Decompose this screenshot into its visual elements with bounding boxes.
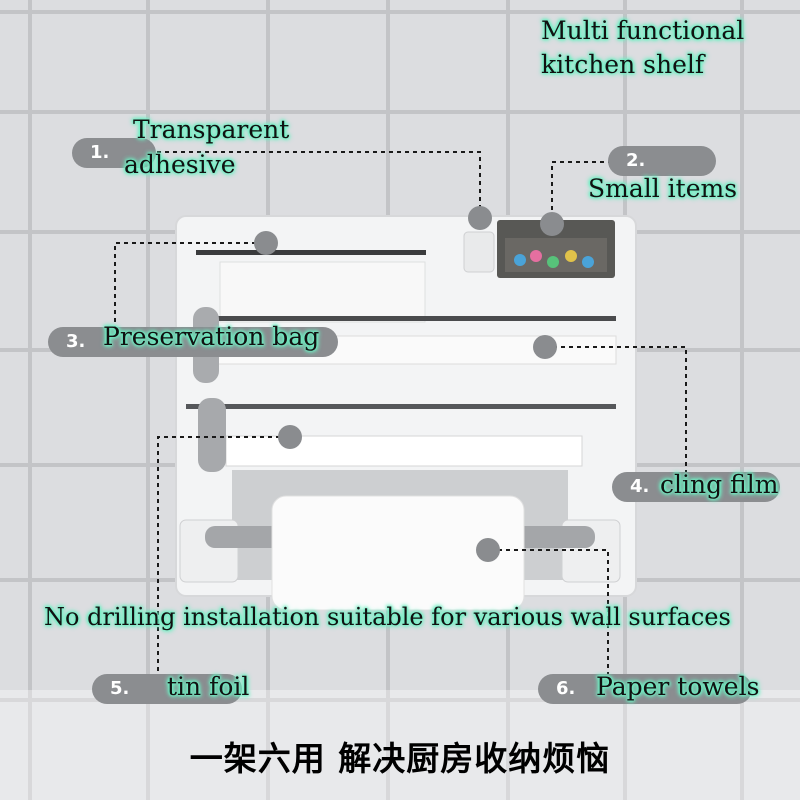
title-line-1: Multi functional — [541, 16, 745, 45]
callout-label-4: cling film — [660, 470, 779, 499]
callout-label-1b: adhesive — [124, 150, 236, 179]
chinese-caption: 一架六用 解决厨房收纳烦恼 — [189, 739, 611, 778]
callout-label-2: Small items — [588, 174, 738, 203]
callout-label-1a: Transparent — [133, 115, 290, 144]
installation-note: No drilling installation suitable for va… — [44, 603, 731, 631]
title-line-2: kitchen shelf — [541, 50, 705, 79]
pointer-dots — [254, 206, 564, 562]
callout-number-6: 6. — [538, 674, 752, 704]
callout-number-2: 2. — [608, 146, 716, 176]
callout-number-1: 1. — [72, 138, 156, 168]
leader-lines — [114, 151, 687, 680]
callout-number-4: 4. — [612, 472, 780, 502]
callout-label-5: tin foil — [167, 672, 250, 701]
callout-label-6: Paper towels — [596, 672, 760, 701]
kitchen-shelf — [175, 215, 637, 611]
callout-label-3: Preservation bag — [103, 322, 320, 351]
callout-number-5: 5. — [92, 674, 242, 704]
callout-number-3: 3. — [48, 327, 338, 357]
